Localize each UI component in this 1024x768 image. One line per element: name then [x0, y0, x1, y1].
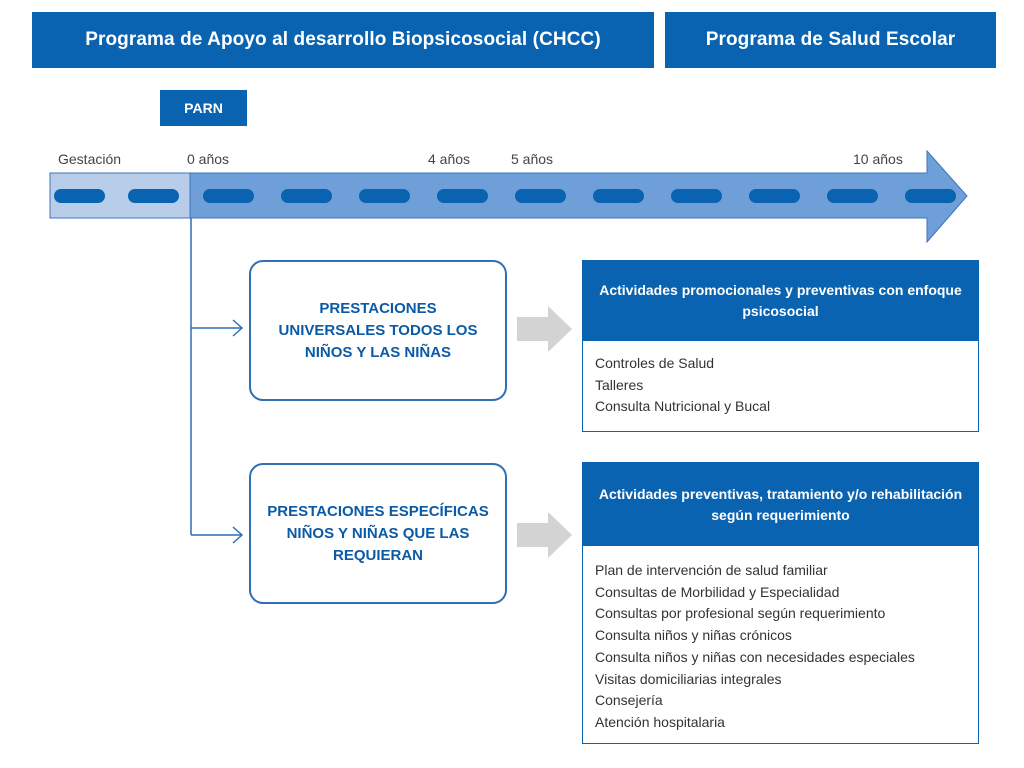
parn-label: PARN	[160, 90, 247, 126]
timeline-dash	[203, 189, 254, 203]
gray-arrow-especificas	[517, 512, 572, 558]
actividades-preventivas-title: Actividades preventivas, tratamiento y/o…	[583, 463, 978, 546]
tick-10-anos: 10 años	[853, 151, 903, 167]
list-item: Plan de intervención de salud familiar	[595, 562, 828, 578]
timeline-dashes	[54, 189, 956, 203]
list-item: Consulta niños y niñas con necesidades e…	[595, 648, 915, 665]
tick-gestacion: Gestación	[58, 151, 122, 167]
timeline-dash	[359, 189, 410, 203]
prestaciones-universales-text: PRESTACIONES UNIVERSALES TODOS LOS NIÑOS…	[278, 299, 478, 361]
list-item: Consulta niños y niñas crónicos	[595, 627, 792, 644]
list-item: Consultas por profesional según requerim…	[595, 605, 886, 622]
timeline-dash	[905, 189, 956, 203]
tick-5-anos: 5 años	[511, 151, 554, 167]
prestaciones-universales-box: PRESTACIONES UNIVERSALES TODOS LOS NIÑOS…	[249, 260, 507, 401]
timeline-dash	[437, 189, 488, 203]
timeline-dash	[54, 189, 105, 203]
timeline-dash	[671, 189, 722, 203]
header-salud-escolar: Programa de Salud Escolar	[665, 12, 996, 68]
timeline-dash	[128, 189, 179, 203]
tick-4-anos: 4 años	[428, 151, 471, 167]
timeline-dash	[827, 189, 878, 203]
list-item: Visitas domiciliarias integrales	[595, 670, 782, 687]
list-item: Consulta Nutricional y Bucal	[595, 398, 771, 415]
list-item: Consultas de Morbilidad y Especialidad	[595, 583, 840, 600]
prestaciones-especificas-text: PRESTACIONES ESPECÍFICAS NIÑOS Y NIÑAS Q…	[267, 502, 489, 564]
timeline-arrow	[189, 149, 968, 244]
timeline-dash	[749, 189, 800, 203]
list-item: Atención hospitalaria	[595, 713, 725, 730]
header-chcc: Programa de Apoyo al desarrollo Biopsico…	[32, 12, 654, 68]
actividades-preventivas-box: Actividades preventivas, tratamiento y/o…	[582, 462, 979, 744]
timeline-dash	[281, 189, 332, 203]
actividades-promocionales-title: Actividades promocionales y preventivas …	[583, 261, 978, 341]
timeline-dash	[593, 189, 644, 203]
timeline-dash	[515, 189, 566, 203]
actividades-promocionales-box: Actividades promocionales y preventivas …	[582, 260, 979, 432]
list-item: Consejería	[595, 692, 663, 709]
list-item: Talleres	[595, 376, 644, 393]
gray-arrow-universal	[517, 306, 572, 352]
arrowhead-especificas	[232, 526, 244, 544]
list-item: Controles de Salud	[595, 355, 715, 371]
tick-0-anos: 0 años	[187, 151, 230, 167]
arrowhead-universal	[232, 319, 244, 337]
prestaciones-especificas-box: PRESTACIONES ESPECÍFICAS NIÑOS Y NIÑAS Q…	[249, 463, 507, 604]
